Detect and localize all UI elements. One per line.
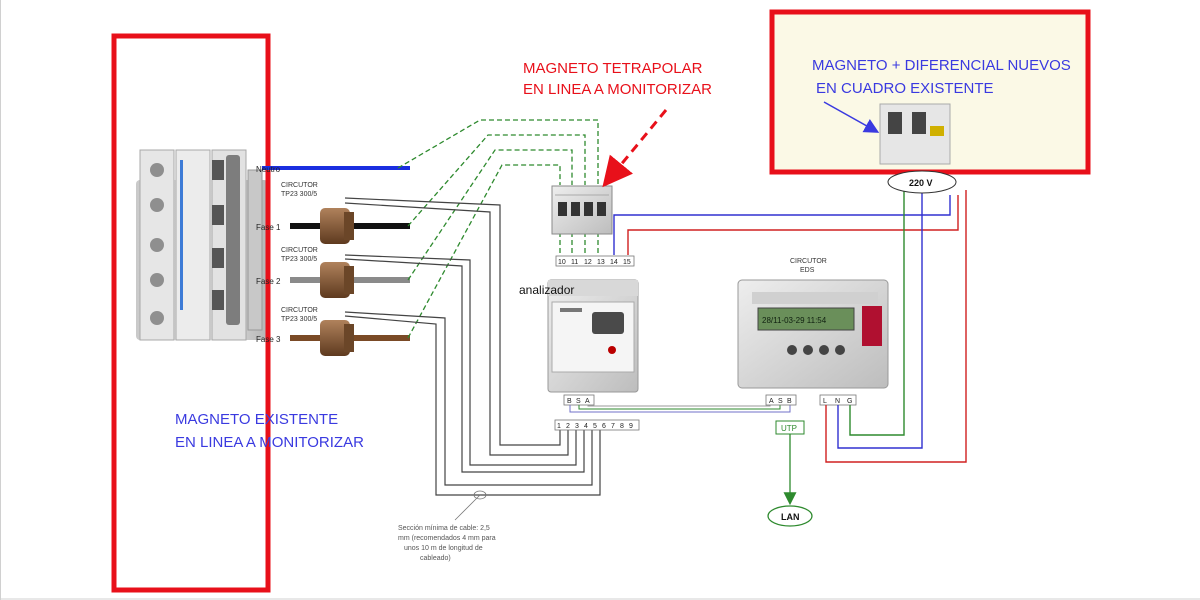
ct-3 [320, 320, 354, 356]
existing-breaker-photo [136, 149, 268, 341]
tetrapolar-annotation-line2: EN LINEA A MONITORIZAR [523, 81, 712, 98]
eds-display-readout: 28/11-03-29 11:54 [762, 316, 827, 325]
analyzer-label: analizador [519, 283, 574, 297]
eds-terminal-b: B [787, 398, 792, 405]
analyzer-terminal-1: 1 [557, 423, 561, 430]
analyzer-terminal-a: A [585, 398, 590, 405]
analyzer-terminal-s: S [576, 398, 581, 405]
bus-wire-b [569, 405, 791, 413]
bus-wire-s [578, 405, 781, 410]
eds-power-terminals: L N G [819, 394, 857, 406]
eds-comm-terminals: A S B [765, 394, 797, 406]
ct-2-label-line1: CIRCUTOR [281, 247, 318, 254]
new-breaker-photo [879, 103, 951, 165]
ct-2 [320, 262, 354, 298]
new-breaker-pointer-arrow [823, 101, 880, 133]
cable-note-marker [473, 490, 487, 500]
top-terminal-strip: 10 11 12 13 14 15 [555, 255, 635, 267]
terminal-14: 14 [610, 259, 618, 266]
lan-label: LAN [781, 512, 800, 522]
eds-supply-g-wire [849, 190, 905, 436]
voltage-sense-wires [397, 119, 599, 339]
eds-terminal-a: A [769, 398, 774, 405]
eds-device [737, 279, 889, 389]
existing-breaker-annotation-line2: EN LINEA A MONITORIZAR [175, 434, 364, 451]
analyzer-terminal-6: 6 [602, 423, 606, 430]
supply-phase-wire [627, 195, 959, 255]
ct-1-label-line2: TP23 300/5 [281, 191, 317, 198]
terminal-10: 10 [558, 259, 566, 266]
cable-note-line4: cableado) [420, 555, 451, 562]
eds-terminal-g: G [847, 398, 852, 405]
analyzer-terminal-b: B [567, 398, 572, 405]
cable-note-line3: unos 10 m de longitud de [404, 545, 483, 552]
new-breaker-annotation-line2: EN CUADRO EXISTENTE [816, 80, 994, 97]
terminal-12: 12 [584, 259, 592, 266]
eds-supply-l-wire [825, 190, 967, 463]
phase-3-label: Fase 3 [256, 335, 281, 344]
ct-3-label-line2: TP23 300/5 [281, 316, 317, 323]
eds-terminal-l: L [823, 398, 827, 405]
bus-wire-a [587, 405, 771, 407]
eds-label-line1: CIRCUTOR [790, 258, 827, 265]
voltage-badge [887, 170, 957, 194]
voltage-label: 220 V [909, 178, 933, 188]
lan-badge [767, 505, 813, 527]
tetrapolar-annotation-line1: MAGNETO TETRAPOLAR [523, 60, 703, 77]
terminal-15: 15 [623, 259, 631, 266]
new-breaker-annotation-line1: MAGNETO + DIFERENCIAL NUEVOS [812, 57, 1071, 74]
analyzer-comm-terminals: B S A [563, 394, 595, 406]
terminal-11: 11 [571, 259, 578, 266]
ct-2-label-line2: TP23 300/5 [281, 256, 317, 263]
analyzer-terminal-4: 4 [584, 423, 588, 430]
cable-note-line2: mm (recomendados 4 mm para [398, 535, 496, 542]
cable-note-leader [454, 494, 481, 521]
analyzer-terminal-3: 3 [575, 423, 579, 430]
existing-breaker-annotation-line1: MAGNETO EXISTENTE [175, 411, 338, 428]
ct-secondary-wires [344, 197, 601, 496]
analyzer-terminal-2: 2 [566, 423, 570, 430]
tetrapolar-breaker [551, 185, 613, 235]
analyzer-terminal-5: 5 [593, 423, 597, 430]
phase-2-label: Fase 2 [256, 277, 281, 286]
terminal-13: 13 [597, 259, 605, 266]
neutral-label: Neutro [256, 165, 281, 174]
phase-1-label: Fase 1 [256, 223, 281, 232]
existing-breaker-highlight-box [111, 33, 271, 593]
ct-1 [320, 208, 354, 244]
analyzer-terminal-8: 8 [620, 423, 624, 430]
analyzer-device [547, 279, 639, 393]
analyzer-terminal-9: 9 [629, 423, 633, 430]
utp-label: UTP [781, 424, 797, 433]
ct-1-label-line1: CIRCUTOR [281, 182, 318, 189]
tetrapolar-pointer-arrow [602, 109, 668, 188]
supply-neutral-wire [613, 195, 951, 255]
eds-terminal-n: N [835, 398, 840, 405]
analyzer-terminal-7: 7 [611, 423, 615, 430]
ct-3-label-line1: CIRCUTOR [281, 307, 318, 314]
eds-terminal-s: S [778, 398, 783, 405]
eds-supply-n-wire [837, 190, 923, 449]
cable-note-line1: Sección mínima de cable: 2,5 [398, 525, 490, 532]
eds-label-line2: EDS [800, 267, 815, 274]
analyzer-bottom-terminals: 1 2 3 4 5 6 7 8 9 [554, 419, 640, 431]
